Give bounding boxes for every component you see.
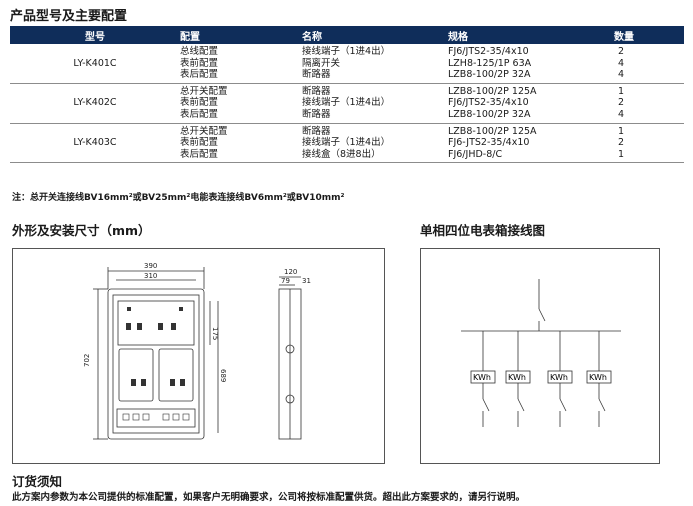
- header-model: 型号: [10, 26, 180, 44]
- spec-line: FJ6-JTS2-35/4x10: [448, 137, 530, 149]
- qty-line: 4: [618, 69, 625, 81]
- config-cell: 总开关配置表前配置表后配置: [180, 123, 302, 163]
- spec-line: LZB8-100/2P 32A: [448, 108, 531, 120]
- name-line: 断路器: [302, 85, 331, 97]
- wiring-drawing: KWh KWh KWh KWh: [420, 248, 660, 464]
- meter-label-2: KWh: [508, 373, 526, 382]
- spec-line: LZH8-125/1P 63A: [448, 57, 532, 69]
- header-spec: 规格: [448, 26, 604, 44]
- qty-line: 2: [618, 97, 625, 109]
- config-cell: 总线配置表前配置表后配置: [180, 44, 302, 83]
- table-header-row: 型号 配置 名称 规格 数量: [10, 26, 684, 44]
- component-marks: [126, 307, 185, 386]
- qty-line: 1: [618, 148, 625, 160]
- spec-line: LZB8-100/2P 125A: [448, 125, 537, 137]
- table-note: 注：总开关连接线BV16mm²或BV25mm²电能表连接线BV6mm²或BV10…: [12, 193, 345, 203]
- dim-width-outer: 390: [144, 262, 157, 270]
- config-line: 表后配置: [180, 148, 219, 160]
- dim-side-depth: 120: [284, 268, 297, 276]
- name-cell: 接线端子（1进4出）隔离开关断路器: [302, 44, 448, 83]
- spec-line: LZB8-100/2P 32A: [448, 69, 531, 81]
- model-cell: LY-K401C: [73, 57, 117, 69]
- qty-line: 1: [618, 85, 625, 97]
- name-cell: 断路器接线端子（1进4出）断路器: [302, 83, 448, 123]
- spec-line: LZB8-100/2P 125A: [448, 85, 537, 97]
- qty-line: 1: [618, 125, 625, 137]
- dim-width-inner: 310: [144, 272, 157, 280]
- spec-line: FJ6/JTS2-35/4x10: [448, 97, 529, 109]
- config-line: 表后配置: [180, 69, 219, 81]
- dim-height-inner: 689: [219, 369, 227, 382]
- name-line: 接线端子（1进4出）: [302, 137, 391, 149]
- meter-label-1: KWh: [473, 373, 491, 382]
- dim-height-outer: 702: [83, 354, 91, 367]
- name-line: 隔离开关: [302, 57, 341, 69]
- qty-line: 4: [618, 108, 625, 120]
- order-text: 此方案内参数为本公司提供的标准配置，如果客户无明确要求，公司将按标准配置供货。超…: [12, 492, 526, 503]
- meter-label-4: KWh: [589, 373, 607, 382]
- dim-side-offset: 31: [302, 277, 311, 285]
- qty-line: 4: [618, 57, 625, 69]
- model-cell: LY-K403C: [73, 137, 117, 149]
- dim-side-inner: 79: [281, 277, 290, 285]
- model-cell: LY-K402C: [73, 97, 117, 109]
- qty-line: 2: [618, 46, 625, 57]
- name-line: 断路器: [302, 108, 331, 120]
- order-title: 订货须知: [12, 474, 63, 489]
- dimensions-svg: 390 310 702 175 689 120 79 31: [83, 262, 311, 440]
- qty-line: 2: [618, 137, 625, 149]
- wiring-svg: KWh KWh KWh KWh: [461, 279, 621, 427]
- header-config: 配置: [180, 26, 302, 44]
- name-line: 接线端子（1进4出）: [302, 97, 391, 109]
- header-qty: 数量: [604, 26, 684, 44]
- wiring-title: 单相四位电表箱接线图: [420, 223, 546, 238]
- config-line: 表后配置: [180, 108, 219, 120]
- config-line: 表前配置: [180, 137, 219, 149]
- name-line: 接线端子（1进4出）: [302, 46, 391, 57]
- meter-label-3: KWh: [550, 373, 568, 382]
- page-title: 产品型号及主要配置: [10, 9, 128, 24]
- side-view: [278, 276, 302, 440]
- name-cell: 断路器接线端子（1进4出）接线盒（8进8出）: [302, 123, 448, 163]
- name-line: 断路器: [302, 125, 331, 137]
- dimensions-drawing: 390 310 702 175 689 120 79 31: [12, 248, 385, 464]
- spec-line: FJ6/JTS2-35/4x10: [448, 46, 529, 57]
- config-line: 总线配置: [180, 46, 219, 57]
- dimensions-title: 外形及安装尺寸（mm）: [12, 223, 151, 238]
- config-line: 表前配置: [180, 97, 219, 109]
- config-line: 表前配置: [180, 57, 219, 69]
- config-line: 总开关配置: [180, 85, 228, 97]
- config-cell: 总开关配置表前配置表后配置: [180, 83, 302, 123]
- header-name: 名称: [302, 26, 448, 44]
- spec-line: FJ6/JHD-8/C: [448, 148, 503, 160]
- config-line: 总开关配置: [180, 125, 228, 137]
- dim-top-offset: 175: [211, 327, 219, 340]
- name-line: 断路器: [302, 69, 331, 81]
- name-line: 接线盒（8进8出）: [302, 148, 381, 160]
